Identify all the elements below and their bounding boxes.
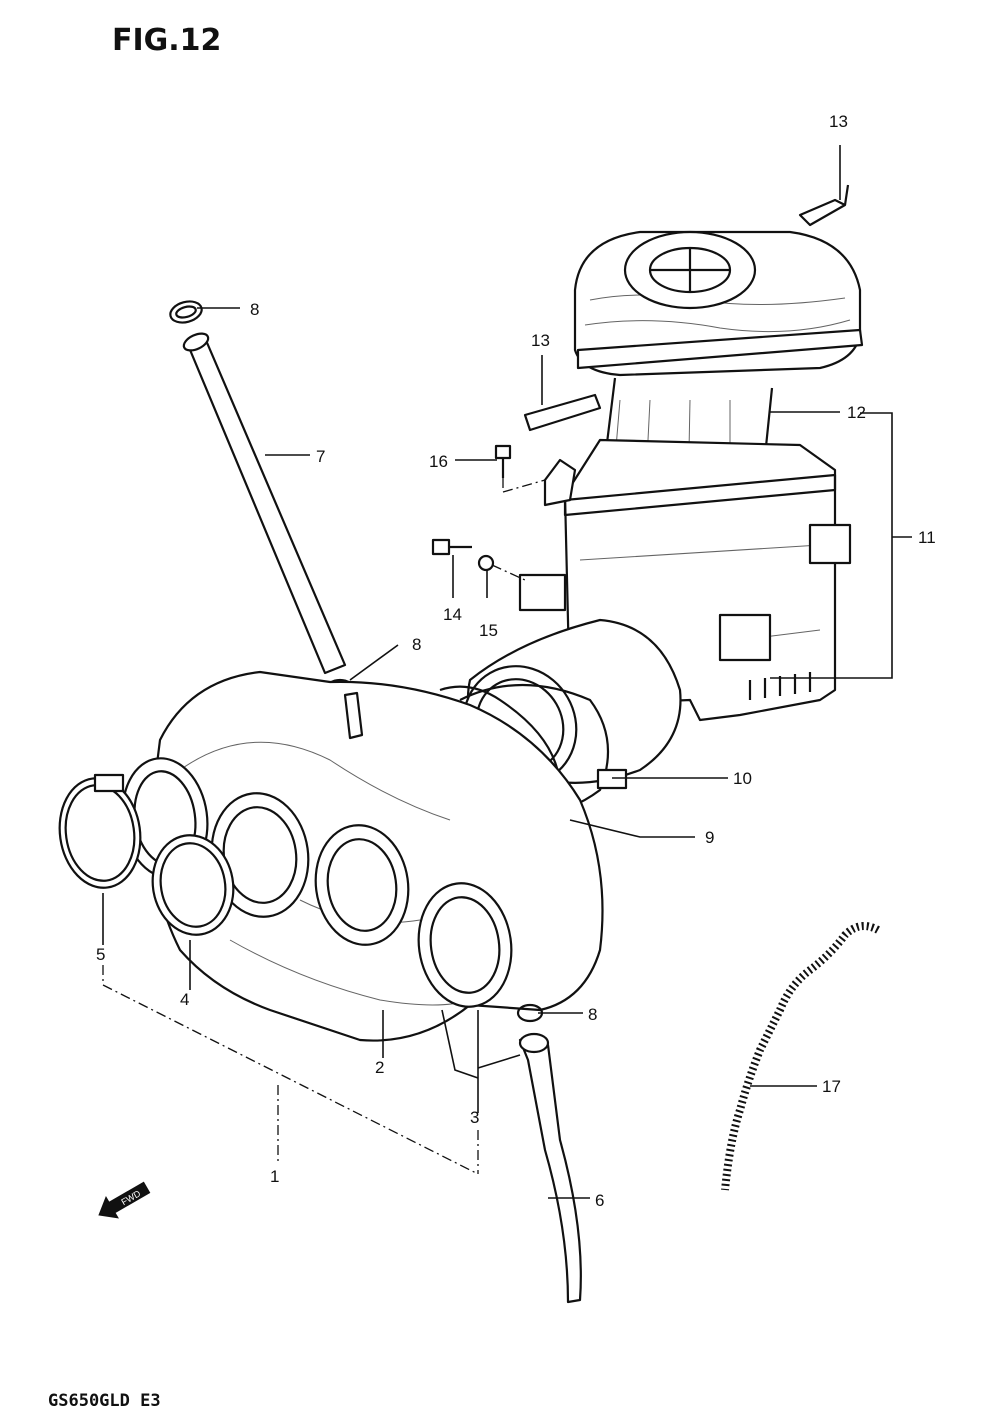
intake-hose-7 xyxy=(182,332,347,675)
spring-17 xyxy=(721,922,880,1191)
bracket-13-top xyxy=(798,184,850,227)
washer-15 xyxy=(477,554,495,572)
clamp-5 xyxy=(58,773,142,889)
callout-15: 15 xyxy=(479,621,498,640)
callout-4: 4 xyxy=(180,990,189,1009)
hose-clamp-8-top xyxy=(169,300,203,324)
bolt-16 xyxy=(494,444,512,478)
callout-11: 11 xyxy=(918,528,936,547)
callout-2: 2 xyxy=(375,1058,384,1077)
figure-title: FIG.12 xyxy=(112,23,221,58)
callout-10: 10 xyxy=(733,769,752,788)
callout-9: 9 xyxy=(705,828,714,847)
callout-12: 12 xyxy=(847,403,866,422)
intake-boot-3 xyxy=(314,824,410,946)
forward-arrow: FWD xyxy=(98,1181,151,1219)
callout-7: 7 xyxy=(316,447,325,466)
callout-3: 3 xyxy=(470,1108,479,1127)
callout-16: 16 xyxy=(429,452,448,471)
callout-17: 17 xyxy=(822,1077,841,1096)
ring-4 xyxy=(151,834,235,936)
callout-13-top: 13 xyxy=(829,112,848,131)
drain-hose-6 xyxy=(518,1032,582,1304)
callout-14: 14 xyxy=(443,605,462,624)
intake-boot-4 xyxy=(417,882,513,1008)
callout-8-mid: 8 xyxy=(412,635,421,654)
callout-8-top: 8 xyxy=(250,300,259,319)
callout-13-mid: 13 xyxy=(531,331,550,350)
callout-5: 5 xyxy=(96,945,105,964)
bracket-13-mid xyxy=(523,393,602,432)
air-cleaner-lid xyxy=(573,230,864,377)
callout-8-bottom: 8 xyxy=(588,1005,597,1024)
callout-6: 6 xyxy=(595,1191,604,1210)
model-code: GS650GLD E3 xyxy=(48,1391,161,1411)
callout-1: 1 xyxy=(270,1167,279,1186)
leader-lines xyxy=(102,145,912,1199)
bolt-14 xyxy=(431,538,472,556)
